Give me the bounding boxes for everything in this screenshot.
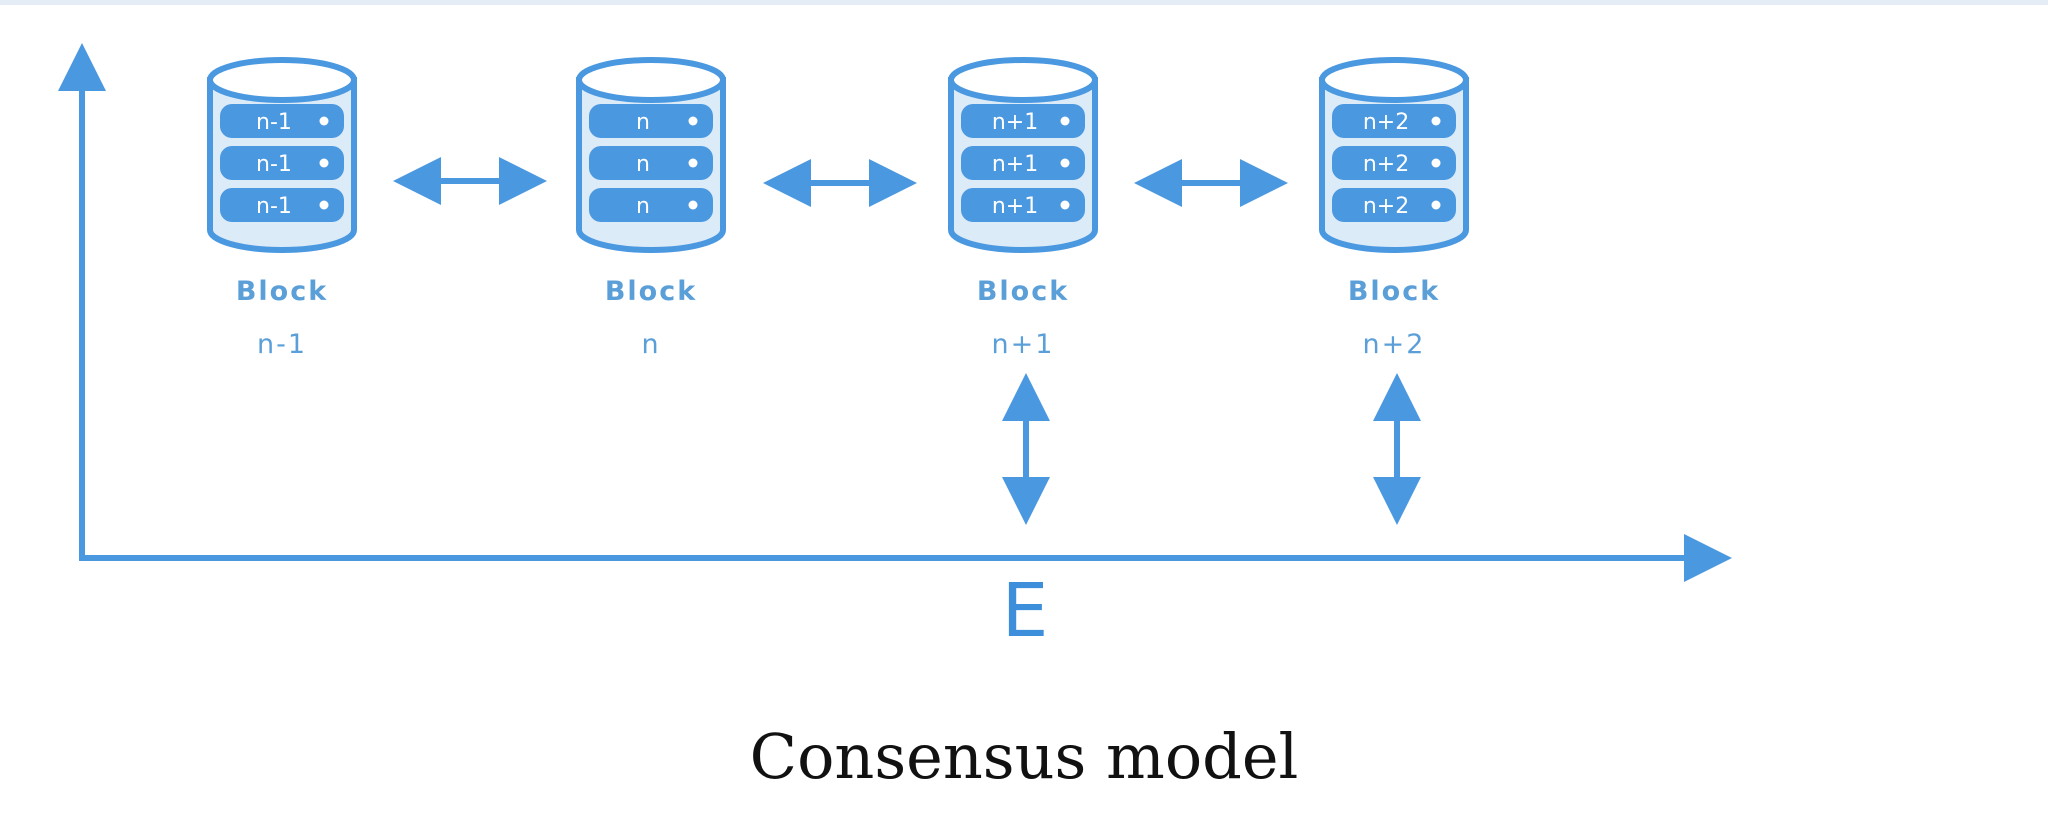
disk-layer: [1332, 188, 1456, 222]
disk-label: n+1: [992, 110, 1038, 135]
disk-label: n-1: [256, 152, 292, 177]
disk-led-icon: [319, 158, 329, 168]
disk-layer: [589, 146, 713, 180]
disk-layer: [220, 146, 344, 180]
disk-layer: [220, 188, 344, 222]
disk-led-icon: [1060, 116, 1070, 126]
disk-led-icon: [1431, 158, 1441, 168]
disk-led-icon: [688, 200, 698, 210]
database-icon: n+2 n+2 n+2: [1319, 57, 1469, 253]
disk-label: n+1: [992, 194, 1038, 219]
disk-label: n: [636, 194, 650, 219]
top-border: [0, 0, 2048, 5]
disk-layer: [589, 104, 713, 138]
disk-led-icon: [319, 116, 329, 126]
disk-led-icon: [688, 158, 698, 168]
disk-label: n+2: [1363, 110, 1409, 135]
block-label-index-1: n-1: [256, 329, 308, 360]
block-label-name-2: Block: [604, 276, 698, 307]
disk-layer: [220, 104, 344, 138]
block-label-name-3: Block: [976, 276, 1070, 307]
database-icon: nnn: [576, 57, 726, 253]
disk-led-icon: [1431, 200, 1441, 210]
database-icon: n+1 n+1 n+1: [948, 57, 1098, 253]
disk-layer: [961, 188, 1085, 222]
disk-label: n-1: [256, 194, 292, 219]
disk-label: n-1: [256, 110, 292, 135]
disk-led-icon: [1060, 158, 1070, 168]
disk-label: n+2: [1363, 152, 1409, 177]
block-label-index-4: n+2: [1362, 329, 1426, 360]
disk-label: n: [636, 110, 650, 135]
disk-layer: [1332, 104, 1456, 138]
disk-label: n+1: [992, 152, 1038, 177]
disk-layer: [961, 104, 1085, 138]
disk-layer: [961, 146, 1085, 180]
disk-label: n+2: [1363, 194, 1409, 219]
caption: Consensus model: [749, 720, 1299, 793]
block-label-index-3: n+1: [991, 329, 1055, 360]
axis-label: E: [1001, 568, 1049, 654]
block-label-name-4: Block: [1347, 276, 1441, 307]
database-icon: n-1 n-1 n-1: [207, 57, 357, 253]
disk-led-icon: [319, 200, 329, 210]
disk-led-icon: [1431, 116, 1441, 126]
block-label-index-2: n: [641, 329, 661, 360]
disk-led-icon: [1060, 200, 1070, 210]
disk-label: n: [636, 152, 650, 177]
disk-layer: [1332, 146, 1456, 180]
disk-led-icon: [688, 116, 698, 126]
disk-layer: [589, 188, 713, 222]
block-label-name-1: Block: [235, 276, 329, 307]
